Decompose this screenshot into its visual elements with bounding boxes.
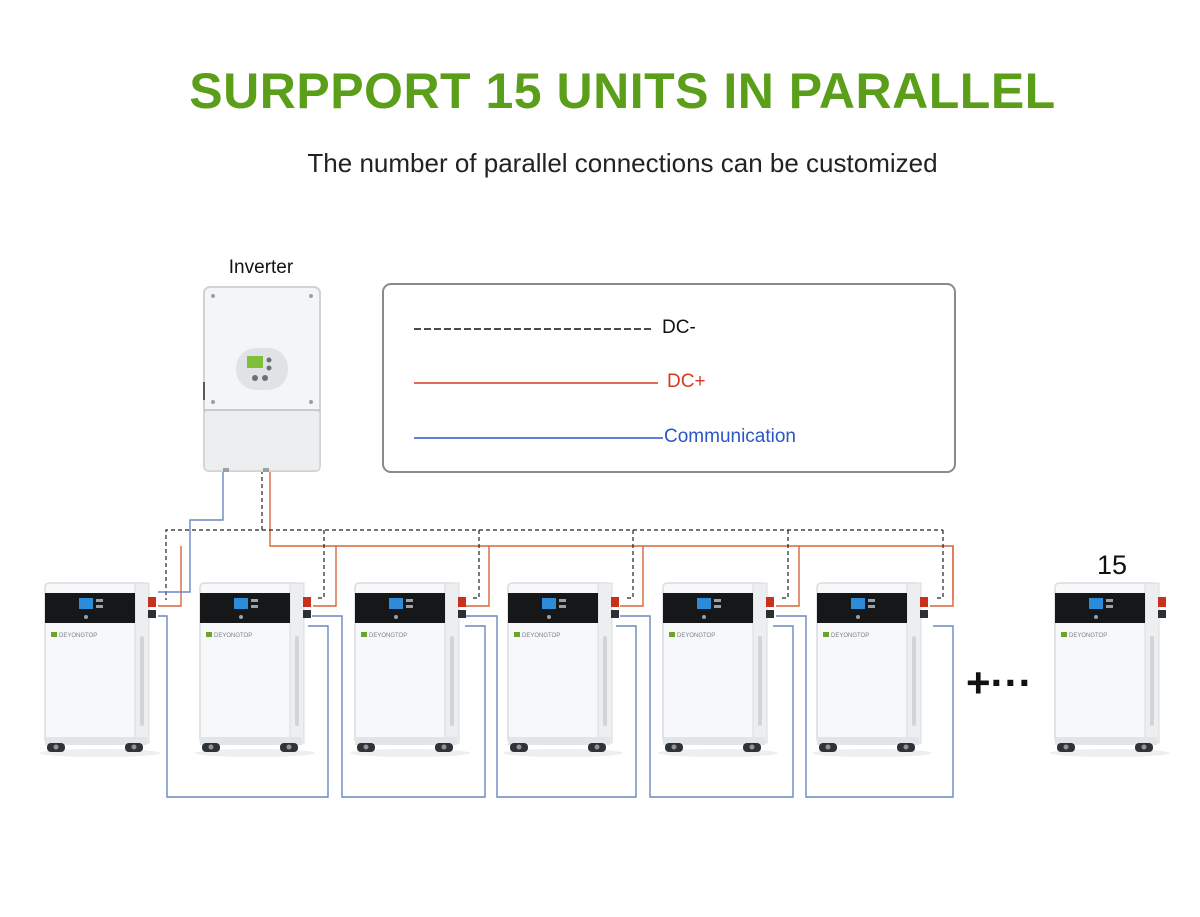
legend-label-dc-minus: DC- [662, 317, 696, 338]
battery-unit-icon: DEYONGTOP [500, 581, 630, 766]
battery-unit-icon: DEYONGTOP [809, 581, 939, 766]
svg-text:DEYONGTOP: DEYONGTOP [214, 633, 252, 639]
page-title: SURPPORT 15 UNITS IN PARALLEL [189, 63, 1056, 119]
dc-plus-drop [313, 546, 337, 607]
comm-link [312, 615, 486, 798]
legend-item-dc-minus: DC- [384, 316, 954, 340]
page-subtitle: The number of parallel connections can b… [307, 148, 938, 178]
comm-link [158, 615, 329, 798]
dc-plus-drop [158, 546, 182, 607]
more-units-indicator: +··· [966, 662, 1033, 704]
dc-minus-line-icon [414, 328, 652, 330]
svg-text:DEYONGTOP: DEYONGTOP [677, 633, 715, 639]
legend-item-communication: Communication [384, 425, 954, 449]
dc-plus-line-icon [414, 382, 658, 384]
battery-unit-icon: DEYONGTOP [658, 582, 778, 757]
legend-label-communication: Communication [664, 426, 796, 447]
battery-unit-icon: DEYONGTOP [1050, 582, 1170, 757]
battery-unit-icon: DEYONGTOP [192, 581, 322, 766]
battery-unit-icon: DEYONGTOP [655, 581, 785, 766]
dc-minus-trunk [165, 470, 263, 600]
svg-text:DEYONGTOP: DEYONGTOP [522, 633, 560, 639]
battery-unit-icon: DEYONGTOP [503, 582, 623, 757]
inverter-label: Inverter [228, 257, 294, 278]
dc-plus-drop [620, 546, 644, 607]
comm-link [466, 615, 637, 798]
dc-plus-drop [776, 546, 800, 607]
svg-text:DEYONGTOP: DEYONGTOP [1069, 633, 1107, 639]
comm-inverter-link [158, 470, 224, 593]
comm-link [620, 615, 794, 798]
dc-plus-drop [930, 546, 954, 607]
svg-text:DEYONGTOP: DEYONGTOP [369, 633, 407, 639]
battery-unit-icon: DEYONGTOP [37, 581, 167, 766]
comm-link [776, 615, 954, 798]
dc-minus-drop [625, 530, 634, 599]
battery-unit-icon: DEYONGTOP [1047, 581, 1177, 766]
legend-box: DC- DC+ Communication [382, 283, 956, 473]
legend-label-dc-plus: DC+ [667, 371, 706, 392]
dc-minus-drop [316, 530, 325, 599]
dc-plus-drop [466, 546, 490, 607]
inverter-device-icon [203, 286, 321, 472]
svg-text:DEYONGTOP: DEYONGTOP [59, 633, 97, 639]
last-unit-number: 15 [1096, 550, 1128, 580]
dc-minus-drop [935, 530, 944, 599]
battery-unit-icon: DEYONGTOP [347, 581, 477, 766]
communication-line-icon [414, 437, 663, 439]
battery-unit-icon: DEYONGTOP [40, 582, 160, 757]
dc-minus-drop [780, 530, 789, 599]
battery-unit-icon: DEYONGTOP [812, 582, 932, 757]
plus-more-text: +··· [966, 659, 1033, 706]
battery-unit-icon: DEYONGTOP [350, 582, 470, 757]
dc-minus-drop [471, 530, 480, 599]
battery-unit-icon: DEYONGTOP [195, 582, 315, 757]
legend-item-dc-plus: DC+ [384, 370, 954, 394]
svg-text:DEYONGTOP: DEYONGTOP [831, 633, 869, 639]
